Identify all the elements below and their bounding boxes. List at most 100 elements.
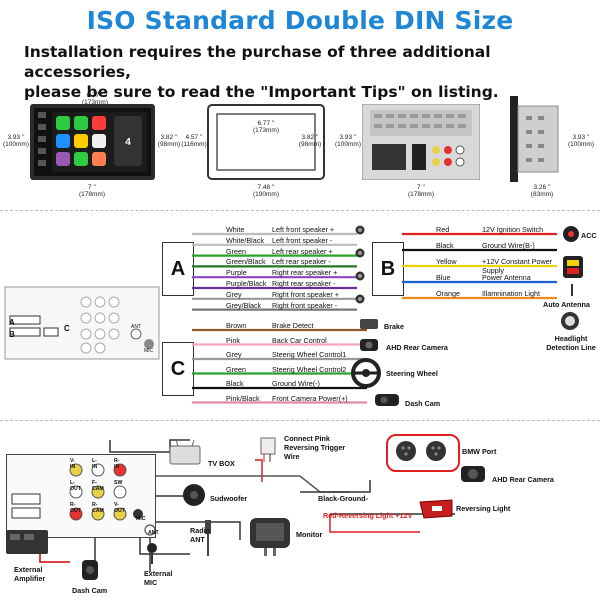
connector-b: B bbox=[372, 242, 404, 296]
auto-antenna-label: Auto Antenna bbox=[543, 300, 590, 309]
side-right-dim: 3.93 ''(100mm) bbox=[566, 134, 596, 148]
connector-c: C bbox=[162, 342, 194, 396]
unit-front-left-dim: 3.93 ''(100mm) bbox=[2, 134, 30, 148]
monitor-label: Monitor bbox=[296, 530, 323, 539]
ahd-camera-icon bbox=[461, 466, 485, 482]
tv-box-label: TV BOX bbox=[208, 459, 235, 468]
reversing-light-label: Reversing Light bbox=[456, 504, 511, 513]
dim-value: 7 '' bbox=[88, 184, 96, 191]
back-panel-image bbox=[4, 286, 160, 360]
subtitle-line-1: Installation requires the purchase of th… bbox=[24, 43, 491, 81]
wire-color-label: Purple bbox=[226, 268, 247, 278]
rca-port bbox=[91, 507, 105, 521]
radio-ant-line2: ANT bbox=[190, 535, 205, 544]
external-mic-line2: MIC bbox=[144, 578, 158, 587]
connector-a: A bbox=[162, 242, 194, 296]
black-ground-label: Black-Ground- bbox=[318, 494, 368, 503]
headlight-label-line1: Headlight bbox=[554, 334, 588, 343]
dim-mm: (83mm) bbox=[530, 191, 554, 198]
rca-port bbox=[91, 463, 105, 477]
subwoofer-icon bbox=[183, 484, 205, 506]
wire-function-label: Power Antenna bbox=[482, 273, 531, 282]
wire-color-label: Green bbox=[226, 364, 246, 374]
bmw-port-icon bbox=[396, 441, 446, 461]
wire-function-label: 12V Ignition Switch bbox=[482, 225, 544, 234]
rca-port bbox=[69, 463, 83, 477]
rca-port-label: L-IN bbox=[92, 458, 98, 470]
wire-color-label: Orange bbox=[436, 289, 460, 298]
side-bottom-dim: 3.26 ''(83mm) bbox=[512, 184, 572, 198]
wire-function-label: Right front speaker + bbox=[272, 289, 339, 299]
red-reversing-label: Red-Reversing Light +12V bbox=[323, 511, 413, 520]
wire-function-label: Left front speaker + bbox=[272, 225, 335, 234]
headlight-icon bbox=[561, 312, 579, 330]
rca-port-label: ANT bbox=[148, 530, 159, 536]
wire-function-label: Ground Wire(B-) bbox=[482, 241, 535, 250]
dash-cam-icon bbox=[375, 394, 399, 406]
rca-port-label: F-CAM bbox=[92, 480, 104, 492]
wire-color-label: Green/Black bbox=[226, 257, 266, 267]
rca-port bbox=[69, 485, 83, 499]
section-divider-2 bbox=[0, 420, 600, 421]
external-amplifier-line1: External bbox=[14, 565, 43, 574]
frame-inner-right-dim: 3.82 ''(98mm) bbox=[296, 134, 324, 148]
dim-value: 3.26 '' bbox=[533, 184, 551, 191]
wire-function-label: +12V Constant Power Supply bbox=[482, 257, 553, 275]
dim-mm: (98mm) bbox=[157, 141, 181, 148]
wire-function-label: Left front speaker - bbox=[272, 235, 333, 245]
pink-trigger-line1: Connect Pink bbox=[284, 434, 330, 443]
dim-mm: (116mm) bbox=[181, 141, 207, 148]
wire-color-label: Grey bbox=[226, 350, 242, 359]
trigger-plug-icon bbox=[260, 437, 276, 462]
dim-value: 3.93 '' bbox=[339, 134, 357, 141]
pink-trigger-line3: Wire bbox=[284, 452, 300, 461]
head-unit-side-image bbox=[510, 96, 559, 182]
wire-function-label: Ground Wire(-) bbox=[272, 379, 320, 388]
unit-front-top-dim: 6.77 ''(173mm) bbox=[65, 92, 125, 106]
subwoofer-label: Sudwoofer bbox=[210, 494, 248, 503]
subtitle-line-2: please be sure to read the "Important Ti… bbox=[24, 83, 499, 101]
back-panel-c-label: C bbox=[64, 324, 70, 333]
fuse-box-icon bbox=[563, 256, 583, 278]
dash-cam-label: Dash Cam bbox=[405, 399, 441, 408]
pink-trigger-label: Connect Pink Reversing Trigger Wire bbox=[284, 434, 345, 461]
external-amplifier-icon bbox=[6, 530, 48, 554]
section-divider bbox=[0, 210, 600, 211]
rca-port bbox=[69, 507, 83, 521]
wire-function-label: Back Car Control bbox=[272, 335, 327, 345]
dash-cam-label-2: Dash Cam bbox=[72, 586, 108, 595]
speaker-icons bbox=[355, 225, 365, 304]
wire-function-label: Illamnination Light bbox=[482, 289, 540, 298]
wire-color-label: Yellow bbox=[436, 257, 457, 266]
page-subtitle: Installation requires the purchase of th… bbox=[24, 42, 584, 102]
dim-mm: (98mm) bbox=[298, 141, 322, 148]
headrest-monitor-icon bbox=[250, 518, 290, 556]
frame-left-dim: 4.57 ''(116mm) bbox=[180, 134, 208, 148]
dimension-row: 4 6.77 ''(173mm) 3.93 ''(100mm) 3.82 ''(… bbox=[0, 92, 600, 204]
ahd-rear-camera-label-2: AHD Rear Camera bbox=[492, 475, 554, 484]
tv-box-icon bbox=[169, 440, 201, 465]
steering-wheel-label: Steering Wheel bbox=[386, 369, 438, 378]
dim-mm: (173mm) bbox=[252, 127, 279, 134]
dim-value: 3.93 '' bbox=[572, 134, 590, 141]
frame-bottom-dim: 7.48 ''(190mm) bbox=[236, 184, 296, 198]
back-panel-mic-label: MIC bbox=[144, 348, 154, 354]
dim-value: 3.82 '' bbox=[160, 134, 178, 141]
wire-function-label: Front Camera Power(+) bbox=[272, 393, 348, 403]
wire-function-label: Brake Detect bbox=[272, 321, 314, 330]
head-unit-back-image bbox=[362, 104, 480, 180]
wire-function-label: Left rear speaker + bbox=[272, 246, 333, 256]
rca-ports bbox=[69, 463, 156, 536]
rca-port bbox=[113, 485, 127, 499]
dim-mm: (178mm) bbox=[78, 191, 105, 198]
brake-label: Brake bbox=[384, 322, 404, 331]
page-title: ISO Standard Double DIN Size bbox=[86, 6, 514, 35]
wire-function-label: Right rear speaker + bbox=[272, 268, 338, 278]
antenna-icon bbox=[571, 284, 573, 296]
radio-antenna-icon bbox=[205, 520, 211, 556]
dim-value: 3.93 '' bbox=[7, 134, 25, 141]
